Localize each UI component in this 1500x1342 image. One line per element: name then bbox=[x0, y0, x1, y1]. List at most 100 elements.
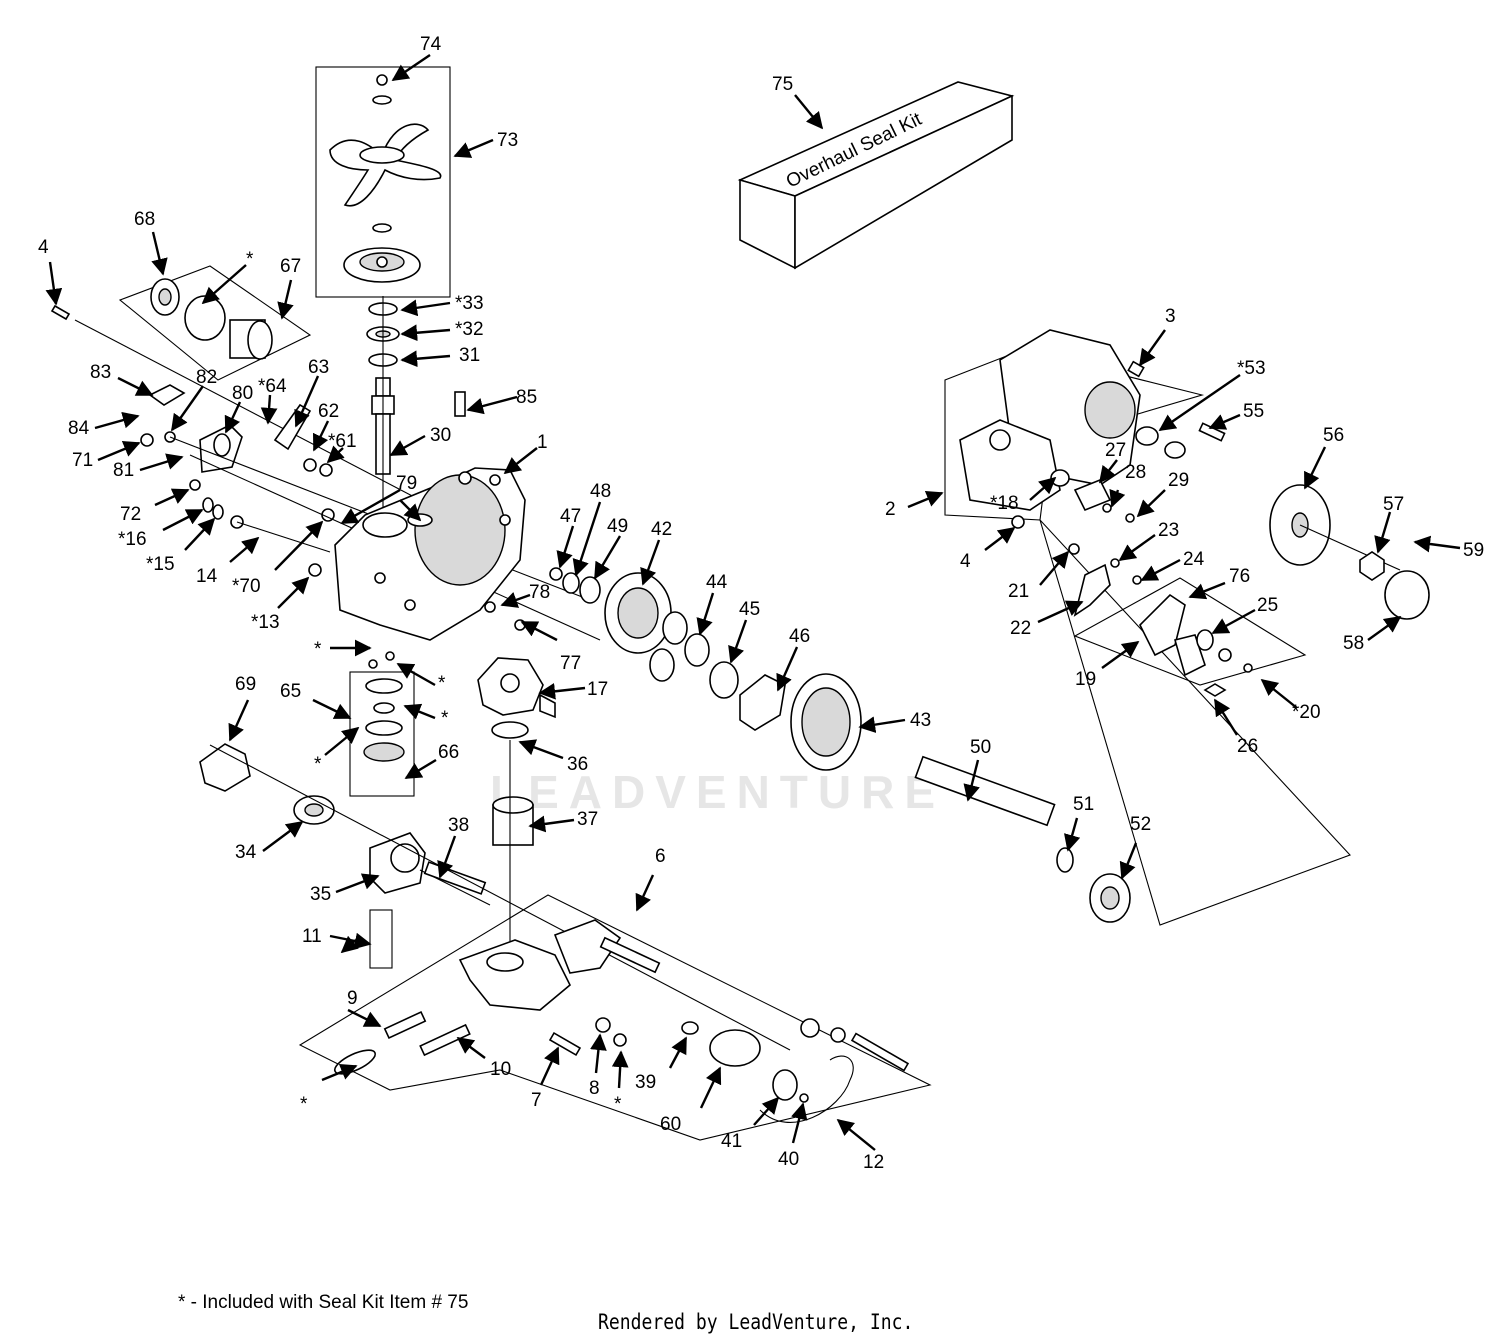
callout-48: 48 bbox=[590, 481, 611, 502]
callout-21: 21 bbox=[1008, 581, 1029, 602]
callout-68: 68 bbox=[134, 209, 155, 230]
callout-56: 56 bbox=[1323, 425, 1344, 446]
callout-83: 83 bbox=[90, 362, 111, 383]
callout-9: 9 bbox=[347, 988, 358, 1009]
callout-61: *61 bbox=[328, 431, 357, 452]
callout-star-1: * bbox=[246, 249, 254, 270]
callout-77: 77 bbox=[560, 653, 581, 674]
callout-82: 82 bbox=[196, 367, 217, 388]
callout-star-7: * bbox=[300, 1094, 308, 1115]
callout-65: 65 bbox=[280, 681, 301, 702]
callout-33: *33 bbox=[455, 293, 484, 314]
callout-22: 22 bbox=[1010, 618, 1031, 639]
callout-50: 50 bbox=[970, 737, 991, 758]
callout-80: 80 bbox=[232, 383, 253, 404]
callout-32: *32 bbox=[455, 319, 484, 340]
callout-16: *16 bbox=[118, 529, 147, 550]
callout-57: 57 bbox=[1383, 494, 1404, 515]
callout-69: 69 bbox=[235, 674, 256, 695]
callout-67: 67 bbox=[280, 256, 301, 277]
callout-41: 41 bbox=[721, 1131, 742, 1152]
callout-2: 2 bbox=[885, 499, 896, 520]
callout-49: 49 bbox=[607, 516, 628, 537]
callout-53: *53 bbox=[1237, 358, 1266, 379]
callout-20: *20 bbox=[1292, 702, 1321, 723]
callout-1: 1 bbox=[537, 432, 548, 453]
trunnion-assembly bbox=[477, 601, 556, 970]
callout-84: 84 bbox=[68, 418, 90, 439]
callout-79: 79 bbox=[396, 473, 417, 494]
main-housing bbox=[334, 467, 526, 641]
callout-star-4: * bbox=[441, 708, 449, 729]
callout-star-5: * bbox=[314, 754, 322, 775]
lower-housing bbox=[298, 894, 932, 1141]
callout-55: 55 bbox=[1243, 401, 1264, 422]
callout-24: 24 bbox=[1183, 549, 1205, 570]
callout-39: 39 bbox=[635, 1072, 656, 1093]
brake-assembly bbox=[1068, 543, 1307, 697]
callout-arrows bbox=[45, 54, 1461, 1151]
hub-assembly bbox=[1198, 422, 1430, 620]
callout-51: 51 bbox=[1073, 794, 1094, 815]
axle-assembly bbox=[914, 755, 1131, 923]
rendered-by-credit: Rendered by LeadVenture, Inc. bbox=[598, 1310, 914, 1334]
callout-52: 52 bbox=[1130, 814, 1151, 835]
callout-36: 36 bbox=[567, 754, 588, 775]
callout-31: 31 bbox=[459, 345, 480, 366]
callout-81: 81 bbox=[113, 460, 134, 481]
callout-34: 34 bbox=[235, 842, 257, 863]
callout-71: 71 bbox=[72, 450, 93, 471]
callout-19: 19 bbox=[1075, 669, 1096, 690]
callout-23: 23 bbox=[1158, 520, 1179, 541]
callout-43: 43 bbox=[910, 710, 931, 731]
callout-76: 76 bbox=[1229, 566, 1250, 587]
callout-29: 29 bbox=[1168, 470, 1189, 491]
filter-assembly bbox=[50, 265, 421, 501]
callout-star-6: * bbox=[614, 1094, 622, 1115]
callout-78: 78 bbox=[529, 582, 550, 603]
seal-kit-footnote: * - Included with Seal Kit Item # 75 bbox=[178, 1292, 469, 1313]
callout-14: 14 bbox=[196, 566, 218, 587]
callout-4a: 4 bbox=[38, 237, 49, 258]
callout-74: 74 bbox=[420, 34, 442, 55]
callout-46: 46 bbox=[789, 626, 810, 647]
callout-6: 6 bbox=[655, 846, 666, 867]
callout-labels: 74 73 75 *33 *32 31 30 85 1 79 4 68 * 67… bbox=[38, 34, 1484, 1173]
callout-63: 63 bbox=[308, 357, 329, 378]
side-cover bbox=[944, 329, 1351, 926]
callout-13: *13 bbox=[251, 612, 280, 633]
watermark: LEADVENTURE bbox=[490, 766, 945, 818]
callout-8: 8 bbox=[589, 1078, 600, 1099]
callout-3: 3 bbox=[1165, 306, 1176, 327]
callout-59: 59 bbox=[1463, 540, 1484, 561]
callout-37: 37 bbox=[577, 809, 598, 830]
callout-15: *15 bbox=[146, 554, 175, 575]
callout-45: 45 bbox=[739, 599, 760, 620]
callout-64: *64 bbox=[258, 376, 287, 397]
callout-44: 44 bbox=[706, 572, 728, 593]
callout-10: 10 bbox=[490, 1059, 511, 1080]
callout-38: 38 bbox=[448, 815, 469, 836]
callout-28: 28 bbox=[1125, 462, 1146, 483]
callout-70: *70 bbox=[232, 576, 261, 597]
callout-4b: 4 bbox=[960, 551, 971, 572]
callout-62: 62 bbox=[318, 401, 339, 422]
callout-85: 85 bbox=[516, 387, 537, 408]
callout-18: *18 bbox=[990, 493, 1019, 514]
callout-47: 47 bbox=[560, 506, 581, 527]
callout-11: 11 bbox=[302, 926, 322, 947]
callout-26: 26 bbox=[1237, 736, 1258, 757]
callout-72: 72 bbox=[120, 504, 141, 525]
callout-30: 30 bbox=[430, 425, 451, 446]
callout-60: 60 bbox=[660, 1114, 681, 1135]
callout-58: 58 bbox=[1343, 633, 1364, 654]
input-shaft-stack bbox=[366, 296, 400, 520]
callout-73: 73 bbox=[497, 130, 518, 151]
callout-42: 42 bbox=[651, 519, 672, 540]
callout-12: 12 bbox=[863, 1152, 884, 1173]
callout-star-2: * bbox=[314, 639, 322, 660]
callout-66: 66 bbox=[438, 742, 459, 763]
seal-kit-box: Overhaul Seal Kit bbox=[737, 81, 1015, 270]
fan-pulley-assembly bbox=[315, 66, 451, 298]
